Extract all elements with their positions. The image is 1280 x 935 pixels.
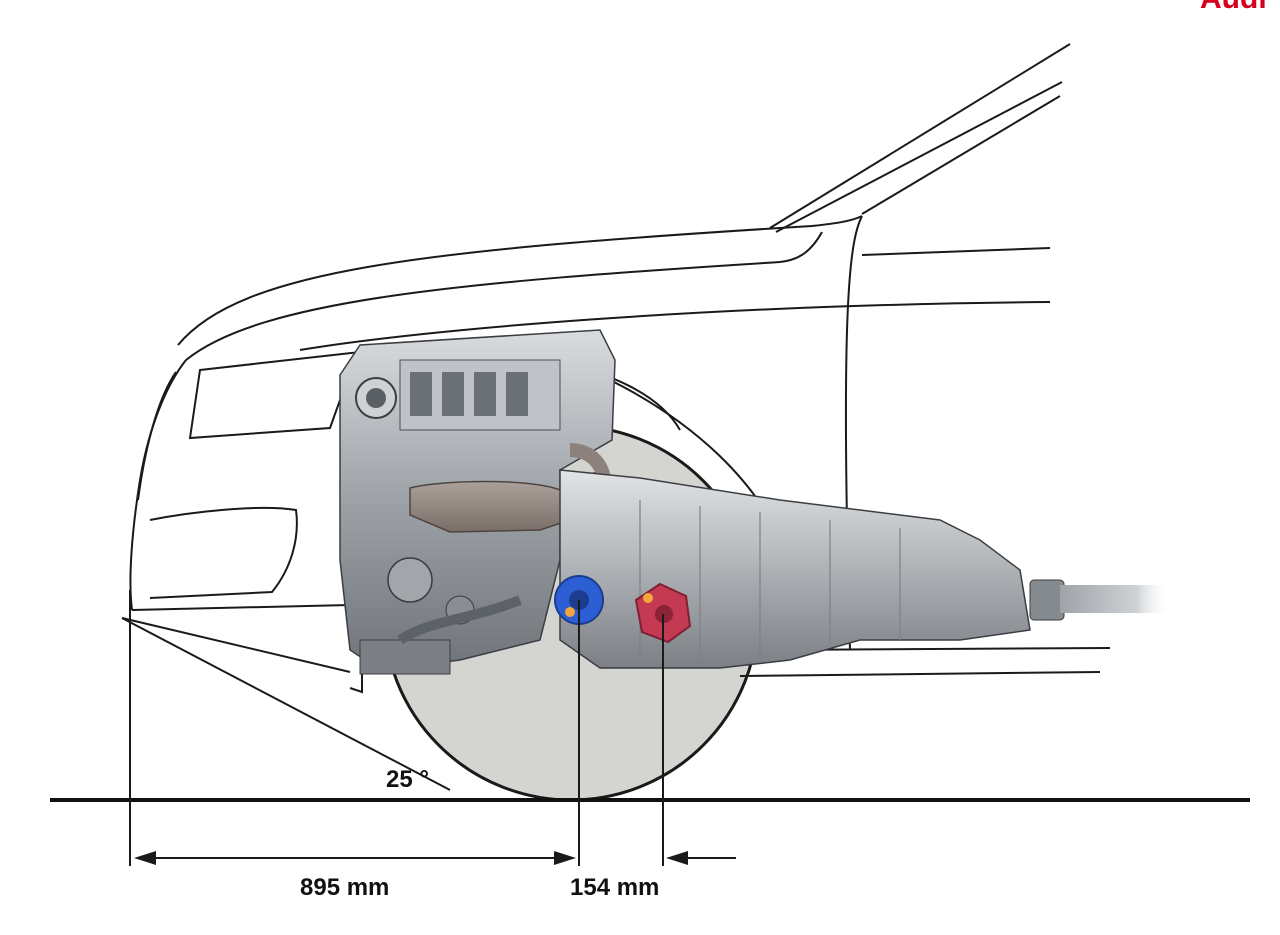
axle-offset-label: 154 mm: [570, 874, 659, 901]
brand-logo: Audi: [1200, 0, 1267, 15]
front-to-axle-label: 895 mm: [300, 874, 389, 901]
approach-angle-label: 25 °: [386, 766, 429, 793]
dimension-895-arrow: [134, 851, 576, 865]
approach-angle-line: [121, 617, 451, 791]
engine-block: [339, 329, 616, 675]
gearbox: [559, 469, 1065, 669]
dimension-154-arrow: [666, 851, 736, 865]
propeller-shaft: [1060, 585, 1170, 613]
